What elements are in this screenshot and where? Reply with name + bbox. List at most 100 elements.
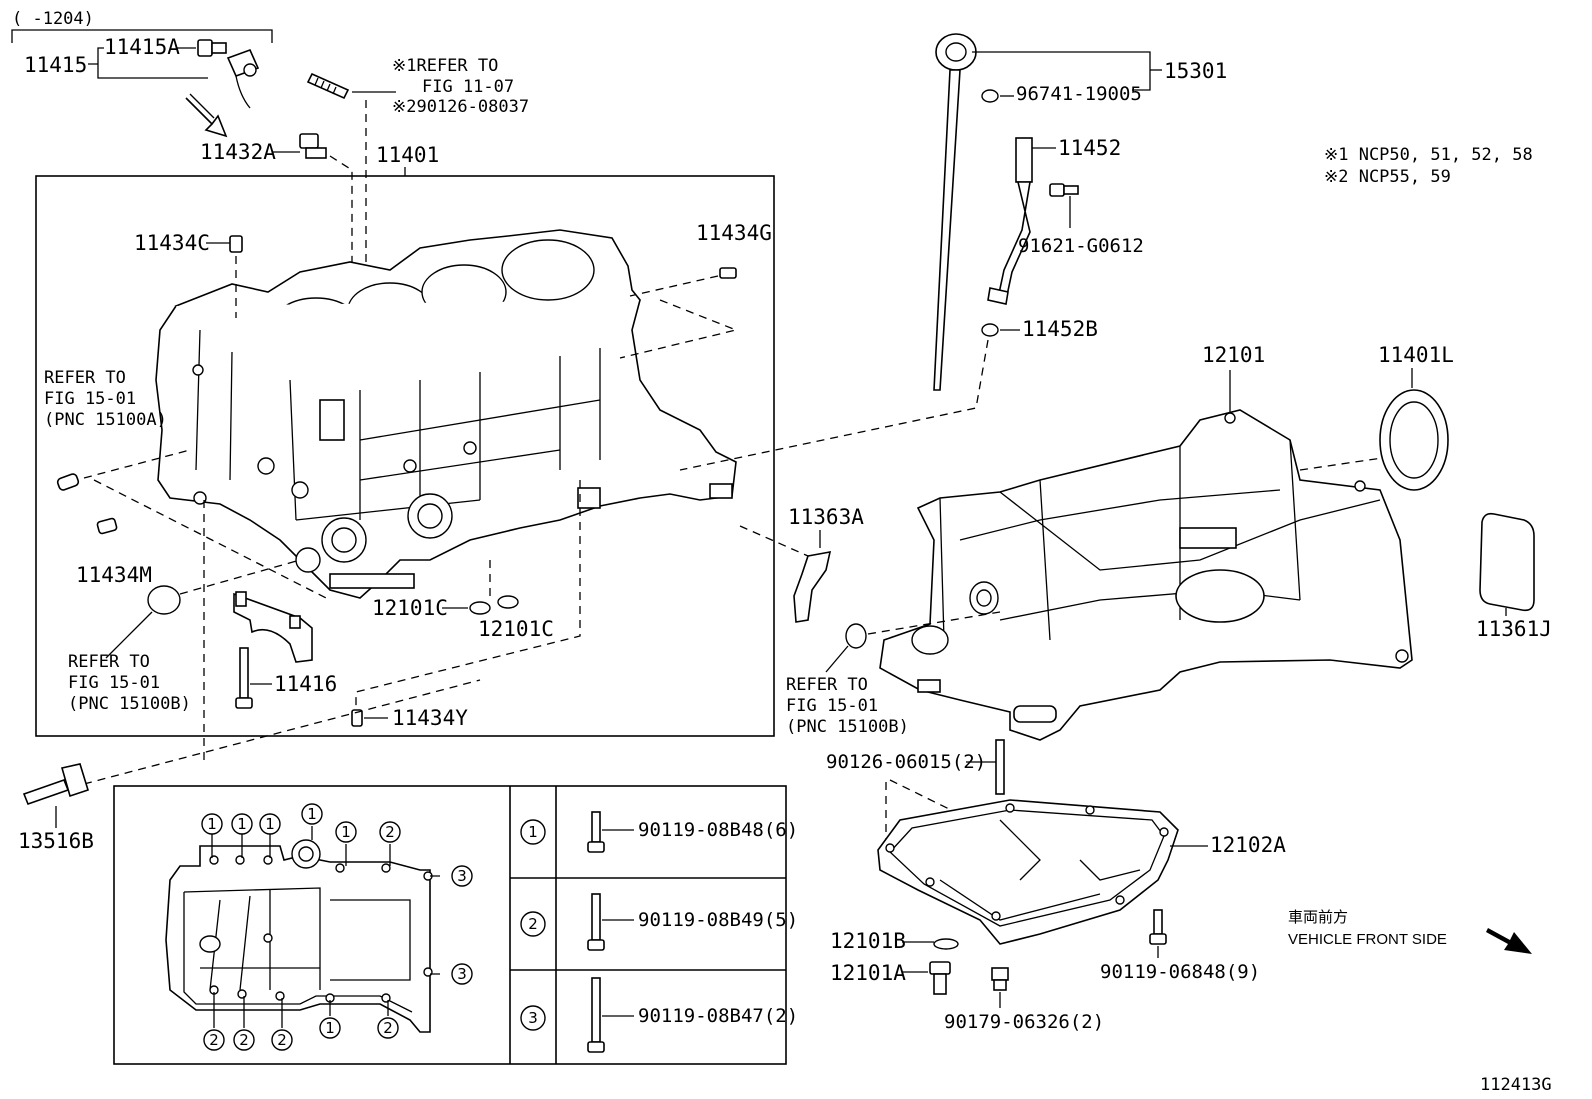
block-bottom-view-drawing bbox=[165, 839, 433, 1033]
label-15301[interactable]: 15301 bbox=[1164, 59, 1227, 83]
label-90179-06326[interactable]: 90179-06326(2) bbox=[944, 1011, 1104, 1033]
label-11432A[interactable]: 11432A bbox=[200, 140, 276, 164]
cap-bolt-icon bbox=[235, 647, 253, 709]
label-12101C-1[interactable]: 12101C bbox=[372, 596, 448, 620]
label-11361J[interactable]: 11361J bbox=[1476, 617, 1552, 641]
label-11415A[interactable]: 11415A bbox=[104, 35, 180, 59]
label-12101[interactable]: 12101 bbox=[1202, 343, 1265, 367]
stud-icon bbox=[995, 739, 1005, 795]
bolt-table-row: 1 90119-08B48(6) bbox=[520, 811, 798, 853]
label-11363A[interactable]: 11363A bbox=[788, 505, 864, 529]
stud-bolt-icon bbox=[306, 72, 350, 100]
part-12102A-group: 12102A bbox=[877, 799, 1286, 945]
svg-text:2: 2 bbox=[383, 1019, 393, 1037]
date-range-label: ( -1204) bbox=[12, 9, 94, 29]
callout-3: 3 bbox=[451, 963, 473, 985]
svg-text:2: 2 bbox=[209, 1031, 219, 1049]
refer-15100A-group: REFER TO FIG 15-01 (PNC 15100A) bbox=[44, 368, 331, 601]
svg-text:2: 2 bbox=[277, 1031, 287, 1049]
part-11452B-group: 11452B bbox=[679, 317, 1098, 471]
o-ring-icon bbox=[147, 585, 181, 615]
callout-3: 3 bbox=[451, 865, 473, 887]
svg-text:2: 2 bbox=[385, 823, 395, 841]
bolt-table: 1 1 1 1 1 2 3 3 1 2 2 2 2 1 90119-08B48(… bbox=[113, 785, 798, 1065]
bolt-part-number[interactable]: 90119-08B48(6) bbox=[638, 819, 798, 841]
cylinder-block-box: 11401 bbox=[35, 100, 775, 737]
refer-15100B-right-line3: (PNC 15100B) bbox=[786, 717, 909, 737]
callout-1: 1 bbox=[259, 813, 281, 835]
part-11452-group: 11452 91621-G0612 bbox=[987, 136, 1144, 305]
label-11434G[interactable]: 11434G bbox=[696, 221, 772, 245]
label-13516B[interactable]: 13516B bbox=[18, 829, 94, 853]
bolt-callouts: 1 1 1 1 1 2 3 3 1 2 2 2 2 bbox=[201, 803, 473, 1051]
callout-1: 1 bbox=[335, 821, 357, 843]
bolt-table-row: 2 90119-08B49(5) bbox=[520, 893, 798, 951]
label-12101A[interactable]: 12101A bbox=[830, 961, 906, 985]
front-arrow-icon bbox=[1486, 928, 1532, 954]
refer-15100B-left-line1: REFER TO bbox=[68, 652, 150, 672]
bolt-icon bbox=[1149, 909, 1167, 945]
bolt-icon bbox=[587, 811, 605, 853]
bolt-key: 3 bbox=[528, 1009, 538, 1027]
svg-text:1: 1 bbox=[265, 815, 275, 833]
oil-pressure-fitting-icon bbox=[197, 39, 260, 109]
label-11434Y[interactable]: 11434Y bbox=[392, 706, 468, 730]
refer-stud-line1: ※1REFER TO bbox=[392, 56, 498, 76]
crankcase-drawing bbox=[879, 409, 1413, 741]
baffle-plate-icon bbox=[793, 550, 832, 623]
part-11434G-group: 11434G bbox=[619, 221, 772, 359]
label-90126-06015[interactable]: 90126-06015(2) bbox=[826, 751, 986, 773]
label-11452B[interactable]: 11452B bbox=[1022, 317, 1098, 341]
part-11361J-group: 11361J bbox=[1476, 512, 1552, 641]
label-12101C-2[interactable]: 12101C bbox=[478, 617, 554, 641]
callout-2: 2 bbox=[203, 1029, 225, 1051]
part-11363A-group: 11363A bbox=[739, 505, 864, 623]
gasket-icon bbox=[933, 938, 959, 950]
svg-text:3: 3 bbox=[457, 965, 467, 983]
part-12101B-group: 12101B bbox=[830, 929, 959, 953]
label-11401L[interactable]: 11401L bbox=[1378, 343, 1454, 367]
o-ring-icon bbox=[469, 601, 491, 615]
label-11401[interactable]: 11401 bbox=[376, 143, 439, 167]
svg-text:1: 1 bbox=[307, 805, 317, 823]
part-12101C-group: 12101C 12101C bbox=[355, 480, 581, 708]
refer-15100B-left-line3: (PNC 15100B) bbox=[68, 694, 191, 714]
part-11416-group: 11416 bbox=[233, 591, 337, 709]
bolt-icon bbox=[1049, 183, 1079, 197]
label-90119-06848[interactable]: 90119-06848(9) bbox=[1100, 961, 1260, 983]
refer-15100B-left-line2: FIG 15-01 bbox=[68, 673, 160, 693]
o-ring-icon bbox=[981, 323, 999, 337]
bolt-part-number[interactable]: 90119-08B49(5) bbox=[638, 909, 798, 931]
nut-icon bbox=[991, 967, 1009, 991]
part-12101-group: 12101 bbox=[867, 343, 1413, 741]
label-11452[interactable]: 11452 bbox=[1058, 136, 1121, 160]
bearing-cap-icon bbox=[233, 591, 313, 663]
refer-15100B-right-line2: FIG 15-01 bbox=[786, 696, 878, 716]
label-12101B[interactable]: 12101B bbox=[830, 929, 906, 953]
direction-english: VEHICLE FRONT SIDE bbox=[1288, 931, 1447, 948]
plug-bolt-icon bbox=[299, 133, 327, 159]
callout-2: 2 bbox=[233, 1029, 255, 1051]
o-ring-icon bbox=[497, 595, 519, 609]
refer-stud-line3: ※290126-08037 bbox=[392, 97, 529, 117]
label-11415[interactable]: 11415 bbox=[24, 53, 87, 77]
callout-2: 2 bbox=[379, 821, 401, 843]
bolt-key: 2 bbox=[528, 915, 538, 933]
label-11434C[interactable]: 11434C bbox=[134, 231, 210, 255]
part-90179-group: 90179-06326(2) bbox=[944, 967, 1104, 1033]
o-ring-icon bbox=[845, 623, 867, 649]
tensioner-pin-icon bbox=[22, 763, 89, 806]
label-11416[interactable]: 11416 bbox=[274, 672, 337, 696]
label-96741-19005[interactable]: 96741-19005 bbox=[1016, 83, 1142, 105]
bolt-key: 1 bbox=[528, 823, 538, 841]
label-12102A[interactable]: 12102A bbox=[1210, 833, 1286, 857]
label-91621-G0612[interactable]: 91621-G0612 bbox=[1018, 235, 1144, 257]
part-11432A-group: 11432A bbox=[200, 133, 353, 290]
bolt-part-number[interactable]: 90119-08B47(2) bbox=[638, 1005, 798, 1027]
date-range-group: ( -1204) bbox=[11, 9, 273, 43]
label-11434M[interactable]: 11434M bbox=[76, 563, 152, 587]
dowel-pin-icon bbox=[719, 267, 737, 279]
callout-1: 1 bbox=[301, 803, 323, 825]
svg-text:2: 2 bbox=[239, 1031, 249, 1049]
callout-2: 2 bbox=[377, 1017, 399, 1039]
